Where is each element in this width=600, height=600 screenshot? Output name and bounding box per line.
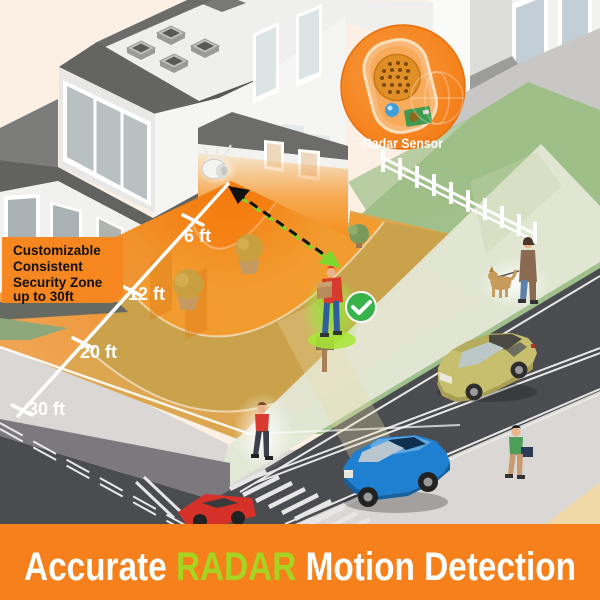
- svg-text:up to 30ft: up to 30ft: [13, 289, 74, 304]
- svg-text:12 ft: 12 ft: [128, 284, 165, 304]
- svg-text:Radar Sensor: Radar Sensor: [363, 135, 443, 151]
- svg-text:6 ft: 6 ft: [184, 226, 211, 246]
- svg-text:Accurate RADAR Motion Detectio: Accurate RADAR Motion Detection: [24, 545, 576, 589]
- svg-text:30 ft: 30 ft: [28, 399, 65, 419]
- svg-text:Security Zone: Security Zone: [13, 275, 103, 290]
- svg-text:20 ft: 20 ft: [80, 342, 117, 362]
- svg-text:Customizable: Customizable: [13, 243, 101, 258]
- svg-text:Consistent: Consistent: [13, 259, 83, 274]
